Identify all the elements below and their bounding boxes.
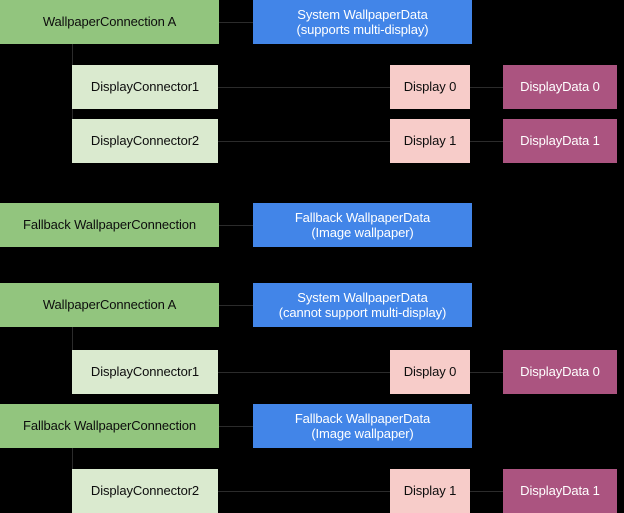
edge-n9-to-n10 [219,225,253,226]
node-n5: DisplayData 0 [503,65,617,109]
node-n18: DisplayConnector2 [72,469,218,513]
node-n2: System WallpaperData (supports multi-dis… [253,0,472,44]
node-n12: System WallpaperData (cannot support mul… [253,283,472,327]
edge-n16-to-n18 [72,448,73,469]
edge-n3-to-n4 [218,87,390,88]
node-n19: Display 1 [390,469,470,513]
node-n15: DisplayData 0 [503,350,617,394]
edge-n19-to-n20 [470,491,503,492]
node-n7: Display 1 [390,119,470,163]
node-n17: Fallback WallpaperData (Image wallpaper) [253,404,472,448]
edge-n11-to-n12 [219,305,253,306]
node-n6: DisplayConnector2 [72,119,218,163]
edge-n14-to-n15 [470,372,503,373]
edge-n11-to-n13 [72,327,73,350]
node-n16: Fallback WallpaperConnection [0,404,219,448]
node-n14: Display 0 [390,350,470,394]
edge-n13-to-n14 [218,372,390,373]
node-n10: Fallback WallpaperData (Image wallpaper) [253,203,472,247]
node-n20: DisplayData 1 [503,469,617,513]
edge-n6-to-n7 [218,141,390,142]
edge-n4-to-n5 [470,87,503,88]
edge-n18-to-n19 [218,491,390,492]
node-n1: WallpaperConnection A [0,0,219,44]
node-n4: Display 0 [390,65,470,109]
edge-n7-to-n8 [470,141,503,142]
edge-n16-to-n17 [219,426,253,427]
node-n13: DisplayConnector1 [72,350,218,394]
node-n9: Fallback WallpaperConnection [0,203,219,247]
node-n11: WallpaperConnection A [0,283,219,327]
node-n8: DisplayData 1 [503,119,617,163]
edge-n1-to-n2 [219,22,253,23]
node-n3: DisplayConnector1 [72,65,218,109]
